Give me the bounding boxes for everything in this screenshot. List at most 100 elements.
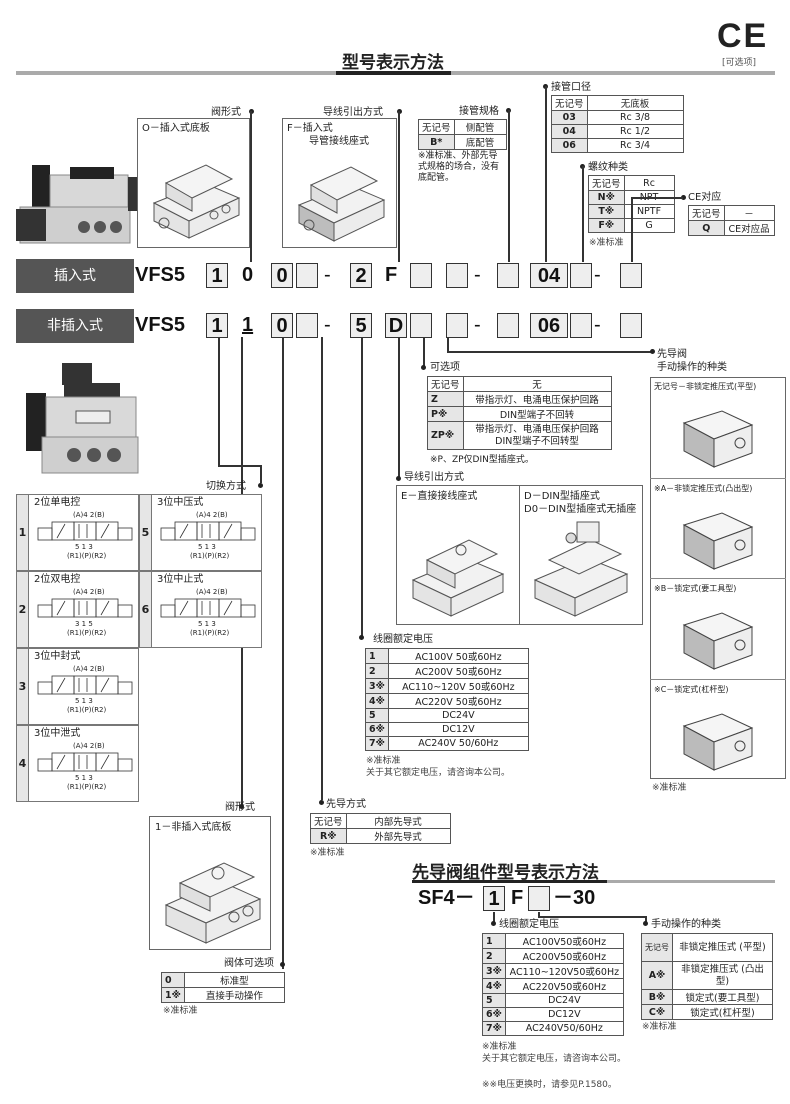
options-heading: 可选项 <box>430 362 460 373</box>
table-row: 无记号－ <box>688 205 775 221</box>
pilot-valve-image <box>682 511 754 570</box>
valve-type-heading: 阀形式 <box>211 107 241 118</box>
switching-label: 3位中泄式 <box>34 728 81 739</box>
code-slot[interactable]: 1 <box>206 313 228 338</box>
code-slot[interactable]: 0 <box>271 313 293 338</box>
table-row: 1※直接手动操作 <box>161 987 285 1003</box>
port-size-heading: 接管口径 <box>551 82 591 93</box>
code-slot[interactable] <box>570 263 592 288</box>
code-separator: - <box>594 314 601 336</box>
valve-symbol-icon <box>37 598 133 618</box>
wiring-option-d0: D0－DIN型插座式无插座 <box>524 504 637 515</box>
code-slot[interactable] <box>570 313 592 338</box>
port-labels-sub: (R1)(P)(R2) <box>67 783 107 791</box>
direct-terminal-image <box>411 539 505 617</box>
thread-note: ※准标准 <box>589 238 624 248</box>
valve-type-plug-in-box: O－插入式底板 <box>137 118 250 248</box>
pilot-model-code-voltage[interactable]: 1 <box>483 886 505 911</box>
code-slot[interactable] <box>296 313 318 338</box>
code-separator: - <box>474 264 481 286</box>
pilot-title-accent <box>412 880 607 883</box>
manual-option-label: ※B－锁定式(要工具型) <box>654 584 737 593</box>
code-slot[interactable] <box>296 263 318 288</box>
code-slot[interactable] <box>410 263 432 288</box>
plug-in-prefix: VFS5 <box>135 264 186 286</box>
code-slot[interactable]: 2 <box>350 263 372 288</box>
port-labels-sub: (R1)(P)(R2) <box>67 706 107 714</box>
valve-symbol-icon <box>160 598 256 618</box>
switching-number: 2 <box>17 572 29 647</box>
code-slot[interactable]: 1 <box>206 263 228 288</box>
pilot-model-suffix: －30 <box>553 887 596 909</box>
table-row: ZP※带指示灯、电涌电压保护回路 DIN型端子不回转型 <box>427 421 612 450</box>
port-labels-bottom: 5 1 3 <box>75 774 93 782</box>
switching-label: 2位单电控 <box>34 497 81 508</box>
code-slot[interactable] <box>497 313 519 338</box>
conduit-terminal-image <box>297 166 386 242</box>
table-row: 6※DC12V <box>365 722 529 737</box>
code-slot[interactable]: 5 <box>350 313 372 338</box>
piping-heading: 接管规格 <box>459 106 499 117</box>
code-slot[interactable] <box>410 313 432 338</box>
valve-photo-plug-in <box>16 165 138 244</box>
table-row: 3※AC110~120V50或60Hz <box>482 963 624 979</box>
options-note: ※P、ZP仅DIN型插座式。 <box>430 455 534 465</box>
non-plug-in-subplate-image <box>164 862 262 944</box>
thread-heading: 螺纹种类 <box>588 162 628 173</box>
code-slot[interactable]: 0 <box>271 263 293 288</box>
code-slot[interactable] <box>446 313 468 338</box>
switching-heading: 切换方式 <box>206 481 246 492</box>
switching-number: 6 <box>140 572 152 647</box>
code-slot[interactable] <box>497 263 519 288</box>
table-row: 无记号非锁定推压式 (平型) <box>641 933 773 962</box>
pilot-valve-image <box>682 712 754 771</box>
code-slot[interactable] <box>620 313 642 338</box>
table-row: 4※AC220V50或60Hz <box>482 978 624 994</box>
code-slot[interactable]: 04 <box>530 263 568 288</box>
pilot-type-heading: 先导方式 <box>326 799 366 810</box>
pilot-manual-table-heading: 手动操作的种类 <box>651 919 721 930</box>
pilot-valve-image <box>682 410 754 468</box>
switching-label: 3位中止式 <box>157 574 204 585</box>
wiring-bottom-heading: 导线引出方式 <box>404 472 464 483</box>
valve-type-option: O－插入式底板 <box>142 123 210 134</box>
pilot-manual-heading-1: 先导阀 <box>657 349 687 360</box>
wiring-top-heading: 导线引出方式 <box>323 107 383 118</box>
page-title: 型号表示方法 <box>342 53 444 73</box>
manual-option-label: ※C－锁定式(杠杆型) <box>654 684 729 694</box>
code-slot[interactable]: D <box>385 313 407 338</box>
port-labels-top: (A)4 2(B) <box>196 588 228 596</box>
code-slot[interactable] <box>446 263 468 288</box>
table-row: 无记号侧配管 <box>418 119 507 135</box>
code-slot[interactable] <box>620 263 642 288</box>
port-labels-bottom: 5 1 3 <box>75 543 93 551</box>
switching-number: 1 <box>17 495 29 570</box>
pilot-manual-table: 无记号非锁定推压式 (平型) A※非锁定推压式 (凸出型) B※锁定式(要工具型… <box>641 933 773 1020</box>
pilot-assembly-title: 先导阀组件型号表示方法 <box>412 863 599 883</box>
port-labels-top: (A)4 2(B) <box>73 742 105 750</box>
table-row: F※G <box>588 218 675 233</box>
port-labels-bottom: 3 1 5 <box>75 620 93 628</box>
non-plug-in-label: 非插入式 <box>16 309 134 343</box>
pilot-manual-note: ※准标准 <box>652 783 687 793</box>
table-row: A※非锁定推压式 (凸出型) <box>641 961 773 990</box>
table-row: P※DIN型端子不回转 <box>427 406 612 422</box>
code-fixed-char: 0 <box>242 264 254 286</box>
wiring-option-e: E－直接接线座式 <box>401 491 478 502</box>
pilot-model-code-manual[interactable] <box>528 886 550 911</box>
code-slot[interactable]: 06 <box>530 313 568 338</box>
switching-label: 2位双电控 <box>34 574 81 585</box>
